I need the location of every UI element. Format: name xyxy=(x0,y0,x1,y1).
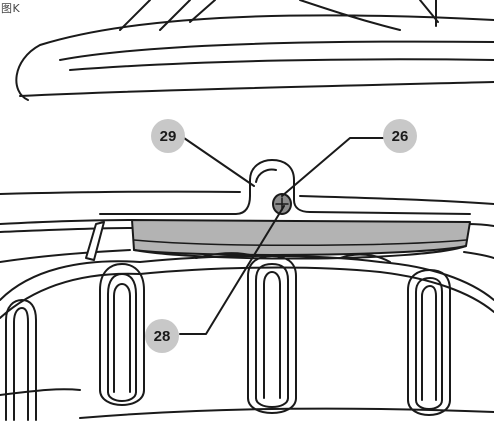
bracket-tab xyxy=(99,159,471,215)
callout-29: 29 xyxy=(151,119,185,153)
upper-housing xyxy=(15,0,494,101)
callout-28-text: 28 xyxy=(154,328,171,345)
base-plate xyxy=(131,193,471,260)
callout-29-text: 29 xyxy=(160,128,177,145)
middle-rim xyxy=(0,190,494,263)
leader-28 xyxy=(179,205,285,335)
lower-body xyxy=(0,252,494,421)
leader-26 xyxy=(281,137,385,197)
callout-26: 26 xyxy=(383,119,417,153)
leader-29 xyxy=(183,137,255,187)
figure-label: 图K xyxy=(1,2,21,15)
callout-26-text: 26 xyxy=(392,128,409,145)
leader-lines xyxy=(179,137,385,335)
callout-28: 28 xyxy=(145,319,179,353)
